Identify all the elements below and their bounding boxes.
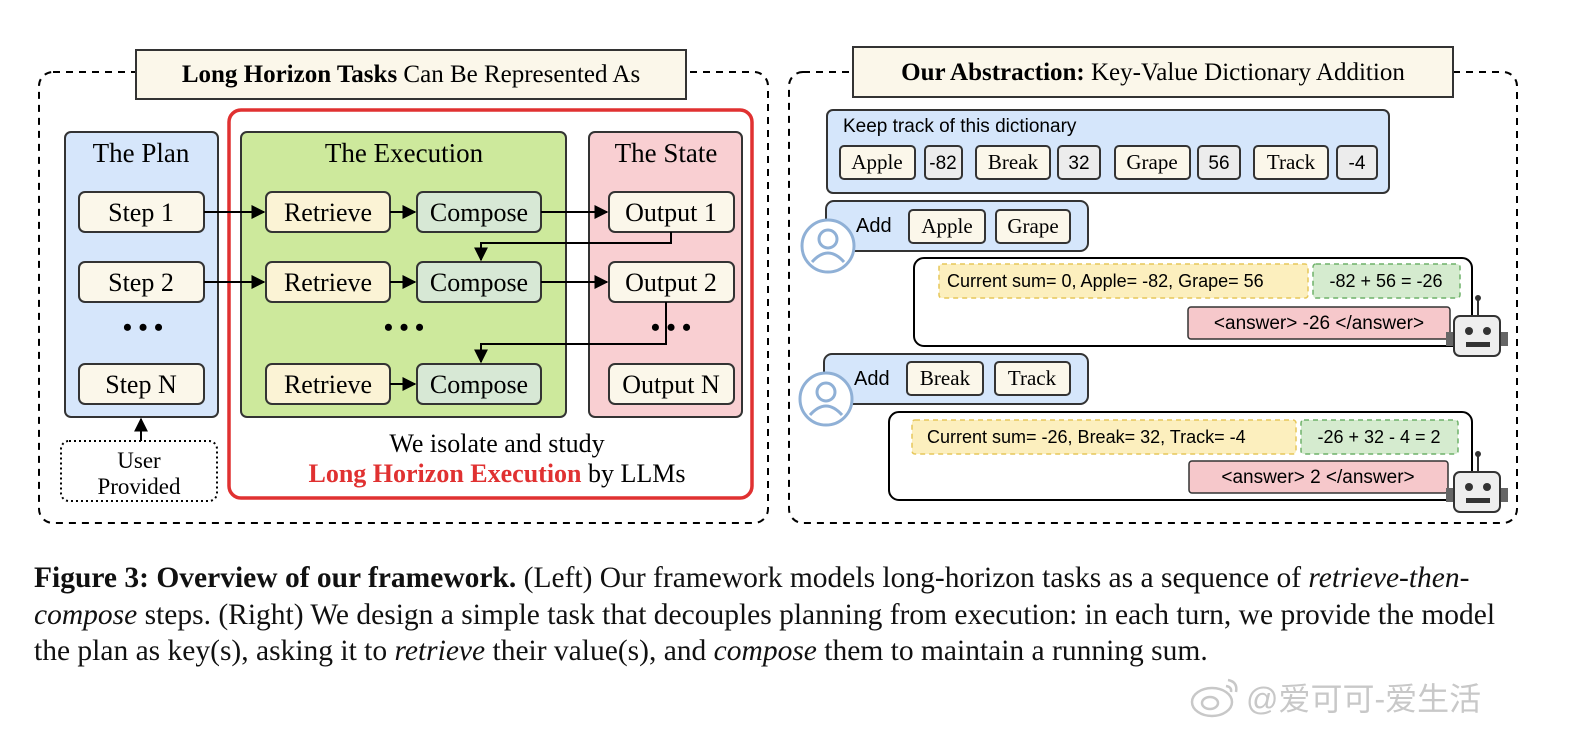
caption-italic-2: retrieve (394, 635, 486, 667)
compose-label-1: Compose (430, 198, 528, 227)
left-header-box (135, 49, 687, 100)
dictionary-label: Keep track of this dictionary (843, 116, 1077, 137)
retrieve-label-n: Retrieve (284, 370, 372, 399)
caption-text-1: (Left) Our framework models long-horizon… (516, 562, 1309, 594)
plan-step-n-label: Step N (105, 370, 177, 399)
output-2-label: Output 2 (625, 268, 717, 297)
user-provided-box (60, 440, 218, 502)
turn-2-key-1-box (906, 361, 984, 396)
dict-key-apple: Apple (851, 150, 902, 174)
turn-1-key-2-box (995, 209, 1071, 244)
figure-caption: Figure 3: Overview of our framework. (Le… (34, 560, 1534, 670)
retrieve-label-1: Retrieve (284, 198, 372, 227)
plan-step-2-label: Step 2 (108, 268, 174, 297)
turn-2-key-2: Track (1008, 366, 1057, 390)
dict-value-apple: -82 (929, 153, 956, 174)
turn-1-key-1: Apple (921, 214, 972, 238)
turn-2-add-label: Add (854, 368, 890, 390)
user-provided-line-1: User (117, 448, 161, 473)
dict-value-grape: 56 (1208, 153, 1229, 174)
dict-value-apple-box (924, 145, 963, 180)
right-panel: Our Abstraction: Key-Value Dictionary Ad… (788, 46, 1518, 524)
dict-value-track: -4 (1349, 153, 1366, 174)
dict-key-track-box (1253, 145, 1329, 180)
user-avatar-icon (800, 218, 856, 274)
dict-key-break-box (975, 145, 1051, 180)
turn-2-equation-box (1300, 419, 1459, 455)
note-tail: by LLMs (582, 459, 686, 488)
turn-1-key-1-box (908, 209, 986, 244)
turn-2-key-1: Break (920, 366, 971, 390)
turn-1-answer-box (1187, 306, 1451, 340)
compose-label-n: Compose (430, 370, 528, 399)
dict-key-break: Break (988, 150, 1039, 174)
dict-key-track: Track (1267, 150, 1316, 174)
arrow-output1-feedback (474, 232, 672, 262)
execution-ellipsis: • • • (384, 313, 424, 342)
dict-key-grape: Grape (1126, 150, 1177, 174)
plan-ellipsis: • • • (123, 313, 163, 342)
compose-label-2: Compose (430, 268, 528, 297)
watermark: @爱可可-爱生活 (1190, 678, 1481, 718)
output-2-box (608, 261, 735, 303)
watermark-text: @爱可可-爱生活 (1246, 681, 1481, 717)
left-header-title: Long Horizon Tasks Can Be Represented As (182, 61, 640, 88)
turn-2: Add Break Track Current sum= -26, Break=… (798, 353, 1508, 513)
turn-1-reasoning-box (938, 263, 1309, 299)
note-line-1: We isolate and study (389, 429, 604, 458)
turn-1-key-2: Grape (1007, 214, 1058, 238)
dictionary-box (826, 109, 1390, 194)
caption-italic-3: compose (713, 635, 817, 667)
plan-step-1-label: Step 1 (108, 198, 174, 227)
output-n-box (608, 363, 735, 405)
user-provided-line-2: Provided (97, 474, 181, 499)
dict-key-grape-box (1114, 145, 1191, 180)
turn-1-equation-box (1312, 263, 1461, 299)
turn-1-answer: <answer> -26 </answer> (1214, 313, 1424, 334)
turn-1: Add Apple Grape Current sum= 0, Apple= -… (800, 200, 1508, 357)
caption-text-3: their value(s), and (485, 635, 714, 667)
robot-icon (1446, 295, 1508, 357)
turn-2-equation: -26 + 32 - 4 = 2 (1317, 427, 1440, 447)
compose-box-n (416, 363, 542, 405)
turn-1-reasoning: Current sum= 0, Apple= -82, Grape= 56 (947, 271, 1264, 291)
output-n-label: Output N (622, 370, 720, 399)
dictionary-entries: Apple -82 Break 32 Grape 56 Track -4 (839, 145, 1378, 180)
left-panel: Long Horizon Tasks Can Be Represented As… (38, 49, 769, 524)
state-title: The State (615, 138, 718, 168)
turn-2-key-2-box (994, 361, 1071, 396)
plan-title: The Plan (93, 138, 190, 168)
turn-1-equation: -82 + 56 = -26 (1329, 271, 1442, 291)
turn-2-reasoning: Current sum= -26, Break= 32, Track= -4 (927, 427, 1246, 447)
turn-2-answer-box (1188, 460, 1449, 494)
flow-arrows (134, 205, 672, 441)
output-1-label: Output 1 (625, 198, 717, 227)
caption-italic-1: retrieve-then-compose (34, 562, 1470, 631)
note-line-2: Long Horizon Execution by LLMs (308, 459, 685, 488)
caption-text-2: steps. (Right) We design a simple task t… (34, 598, 1496, 668)
execution-highlight-frame (227, 108, 754, 500)
plan-step-n-box (78, 363, 205, 405)
note-highlight: Long Horizon Execution (308, 459, 582, 488)
turn-1-add-label: Add (856, 215, 892, 237)
execution-title: The Execution (325, 138, 484, 168)
retrieve-label-2: Retrieve (284, 268, 372, 297)
dict-value-break-box (1057, 145, 1101, 180)
turn-2-reasoning-box (911, 419, 1297, 455)
user-avatar-icon (798, 371, 854, 427)
right-header-title: Our Abstraction: Key-Value Dictionary Ad… (901, 59, 1405, 86)
dict-key-apple-box (839, 145, 916, 180)
robot-icon (1446, 451, 1508, 513)
caption-label: Figure 3: Overview of our framework. (34, 562, 517, 594)
dict-value-break: 32 (1068, 153, 1089, 174)
right-header-box (852, 46, 1454, 98)
arrow-state-feedback-n (474, 302, 667, 364)
dict-value-grape-box (1197, 145, 1241, 180)
state-ellipsis: • • • (651, 313, 691, 342)
weibo-logo-icon (1190, 678, 1238, 718)
turn-2-answer: <answer> 2 </answer> (1221, 467, 1414, 488)
dict-value-track-box (1336, 145, 1378, 180)
caption-text-4: them to maintain a running sum. (816, 635, 1208, 667)
